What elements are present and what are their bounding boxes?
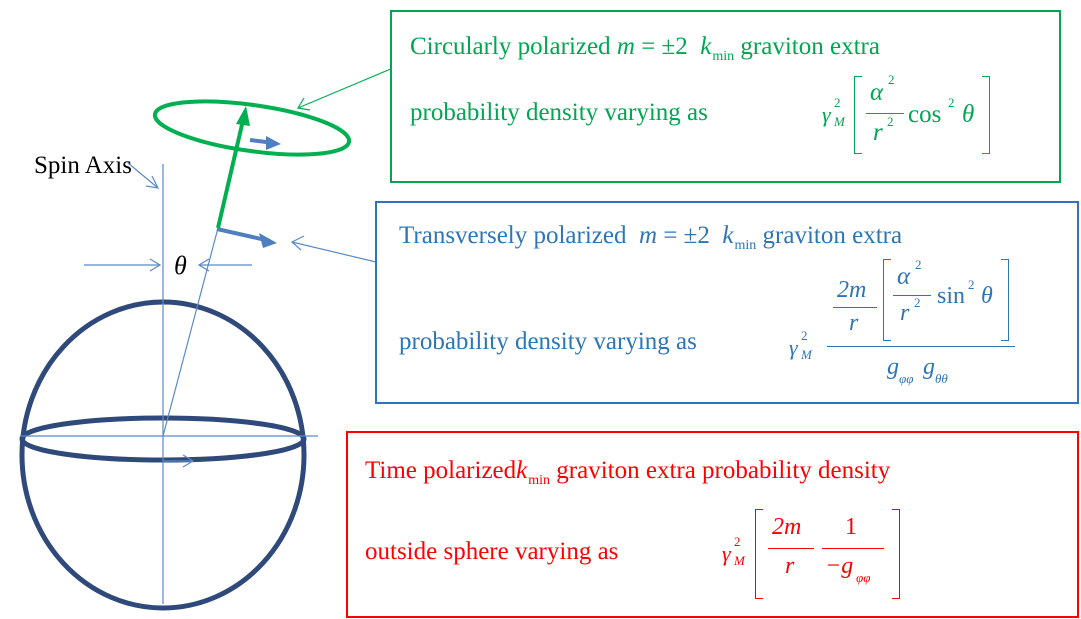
blue-line-1: Transversely polarized m = ±2 kmin gravi… bbox=[399, 223, 902, 253]
red-kmin: min bbox=[528, 473, 551, 488]
green-alpha: α bbox=[870, 79, 884, 106]
green-cos: cos bbox=[908, 101, 942, 128]
green-right-bracket bbox=[982, 76, 990, 154]
blue-text-b: graviton extra bbox=[762, 222, 903, 249]
red-gamma-sub: M bbox=[734, 553, 745, 568]
inner-arrow-head bbox=[182, 454, 195, 468]
red-two-m: 2m bbox=[772, 514, 802, 540]
blue-g2: g bbox=[923, 354, 935, 380]
graviton-vector bbox=[216, 115, 246, 229]
transverse-vector-head bbox=[259, 233, 277, 248]
green-fraction-bar bbox=[866, 113, 904, 114]
theta-right-arrow-head bbox=[197, 258, 210, 272]
blue-sin: sin bbox=[937, 283, 966, 309]
green-eq: = ±2 bbox=[634, 33, 695, 60]
blue-two-m: 2m bbox=[837, 277, 867, 303]
red-one: 1 bbox=[845, 514, 857, 540]
ring-direction-arrow-head bbox=[266, 136, 281, 150]
time-polarization-box: Time polarizedkmin graviton extra probab… bbox=[346, 431, 1079, 618]
green-kmin: min bbox=[712, 49, 735, 64]
blue-theta: θ bbox=[981, 283, 993, 309]
spin-axis-label: Spin Axis bbox=[34, 152, 132, 179]
spin-axis-pointer bbox=[127, 162, 159, 189]
tilted-axis-line bbox=[162, 227, 219, 437]
blue-gamma-sub: M bbox=[801, 347, 812, 362]
blue-kmin: min bbox=[734, 238, 757, 253]
green-gamma: γ bbox=[822, 102, 831, 127]
blue-box-pointer bbox=[291, 241, 377, 263]
green-theta: θ bbox=[962, 101, 975, 128]
graviton-vector-head bbox=[236, 106, 250, 126]
green-k: k bbox=[700, 33, 712, 60]
red-g-sub: φφ bbox=[856, 570, 871, 585]
red-left-fraction-bar bbox=[768, 548, 814, 549]
blue-gamma: γ bbox=[789, 335, 798, 360]
red-minus-g: −g bbox=[825, 553, 854, 579]
green-cos-sup: 2 bbox=[948, 95, 955, 110]
green-box-pointer-head bbox=[297, 97, 311, 111]
red-line-2: outside sphere varying as bbox=[365, 539, 618, 564]
green-gamma-sup: 2 bbox=[834, 95, 841, 110]
green-gamma-sub: M bbox=[834, 114, 845, 129]
green-m: m bbox=[616, 33, 635, 60]
green-left-bracket bbox=[854, 76, 862, 154]
green-r-sup: 2 bbox=[887, 114, 894, 129]
red-r: r bbox=[785, 553, 795, 579]
blue-main-fraction-bar bbox=[827, 346, 1015, 347]
circular-polarization-ring bbox=[152, 99, 352, 157]
blue-right-bracket bbox=[1001, 259, 1009, 341]
blue-r: r bbox=[849, 310, 859, 336]
blue-alpha-fraction-bar bbox=[893, 295, 931, 296]
green-text-c: probability density varying as bbox=[410, 99, 708, 126]
blue-r2: r bbox=[900, 300, 910, 326]
red-text-b: graviton extra probability density bbox=[556, 457, 891, 484]
blue-m: m bbox=[639, 222, 658, 249]
red-text-a: Time polarized bbox=[365, 457, 517, 484]
blue-line-2: probability density varying as bbox=[399, 329, 697, 354]
blue-box-pointer-head bbox=[290, 235, 305, 251]
green-box-pointer bbox=[297, 67, 394, 109]
blue-r2-sup: 2 bbox=[914, 295, 921, 310]
blue-g1-sub: φφ bbox=[899, 371, 914, 386]
blue-g1: g bbox=[887, 354, 899, 380]
green-text-a: Circularly polarized bbox=[410, 33, 611, 60]
blue-eq: = ±2 bbox=[657, 222, 717, 249]
blue-sin-sup: 2 bbox=[968, 277, 975, 292]
red-right-bracket bbox=[892, 509, 900, 599]
blue-text-a: Transversely polarized bbox=[399, 222, 627, 249]
blue-left-bracket bbox=[883, 259, 891, 341]
red-gamma-sup: 2 bbox=[734, 534, 741, 549]
green-alpha-sup: 2 bbox=[888, 72, 895, 87]
theta-left-arrow-head bbox=[149, 258, 162, 272]
theta-angle-label: θ bbox=[174, 251, 187, 280]
green-line-1: Circularly polarized m = ±2 kmin gravito… bbox=[410, 34, 880, 64]
green-text-b: graviton extra bbox=[740, 33, 880, 60]
red-line-1: Time polarizedkmin graviton extra probab… bbox=[365, 458, 890, 488]
circular-polarization-box: Circularly polarized m = ±2 kmin gravito… bbox=[390, 10, 1061, 183]
spin-axis-pointer-head bbox=[145, 175, 160, 189]
blue-g2-sub: θθ bbox=[935, 371, 948, 386]
red-gamma: γ bbox=[722, 541, 731, 566]
green-r: r bbox=[873, 119, 883, 146]
transverse-polarization-box: Transversely polarized m = ±2 kmin gravi… bbox=[375, 201, 1079, 404]
blue-k: k bbox=[722, 222, 734, 249]
blue-gamma-sup: 2 bbox=[801, 328, 808, 343]
red-right-fraction-bar bbox=[822, 548, 884, 549]
blue-inner-fraction-bar bbox=[833, 307, 877, 308]
red-text-c: outside sphere varying as bbox=[365, 538, 619, 565]
red-k: k bbox=[516, 457, 528, 484]
blue-alpha: α bbox=[897, 263, 911, 290]
blue-alpha-sup: 2 bbox=[915, 257, 922, 272]
green-line-2: probability density varying as bbox=[410, 100, 708, 125]
red-left-bracket bbox=[755, 509, 763, 599]
blue-text-c: probability density varying as bbox=[399, 328, 697, 355]
